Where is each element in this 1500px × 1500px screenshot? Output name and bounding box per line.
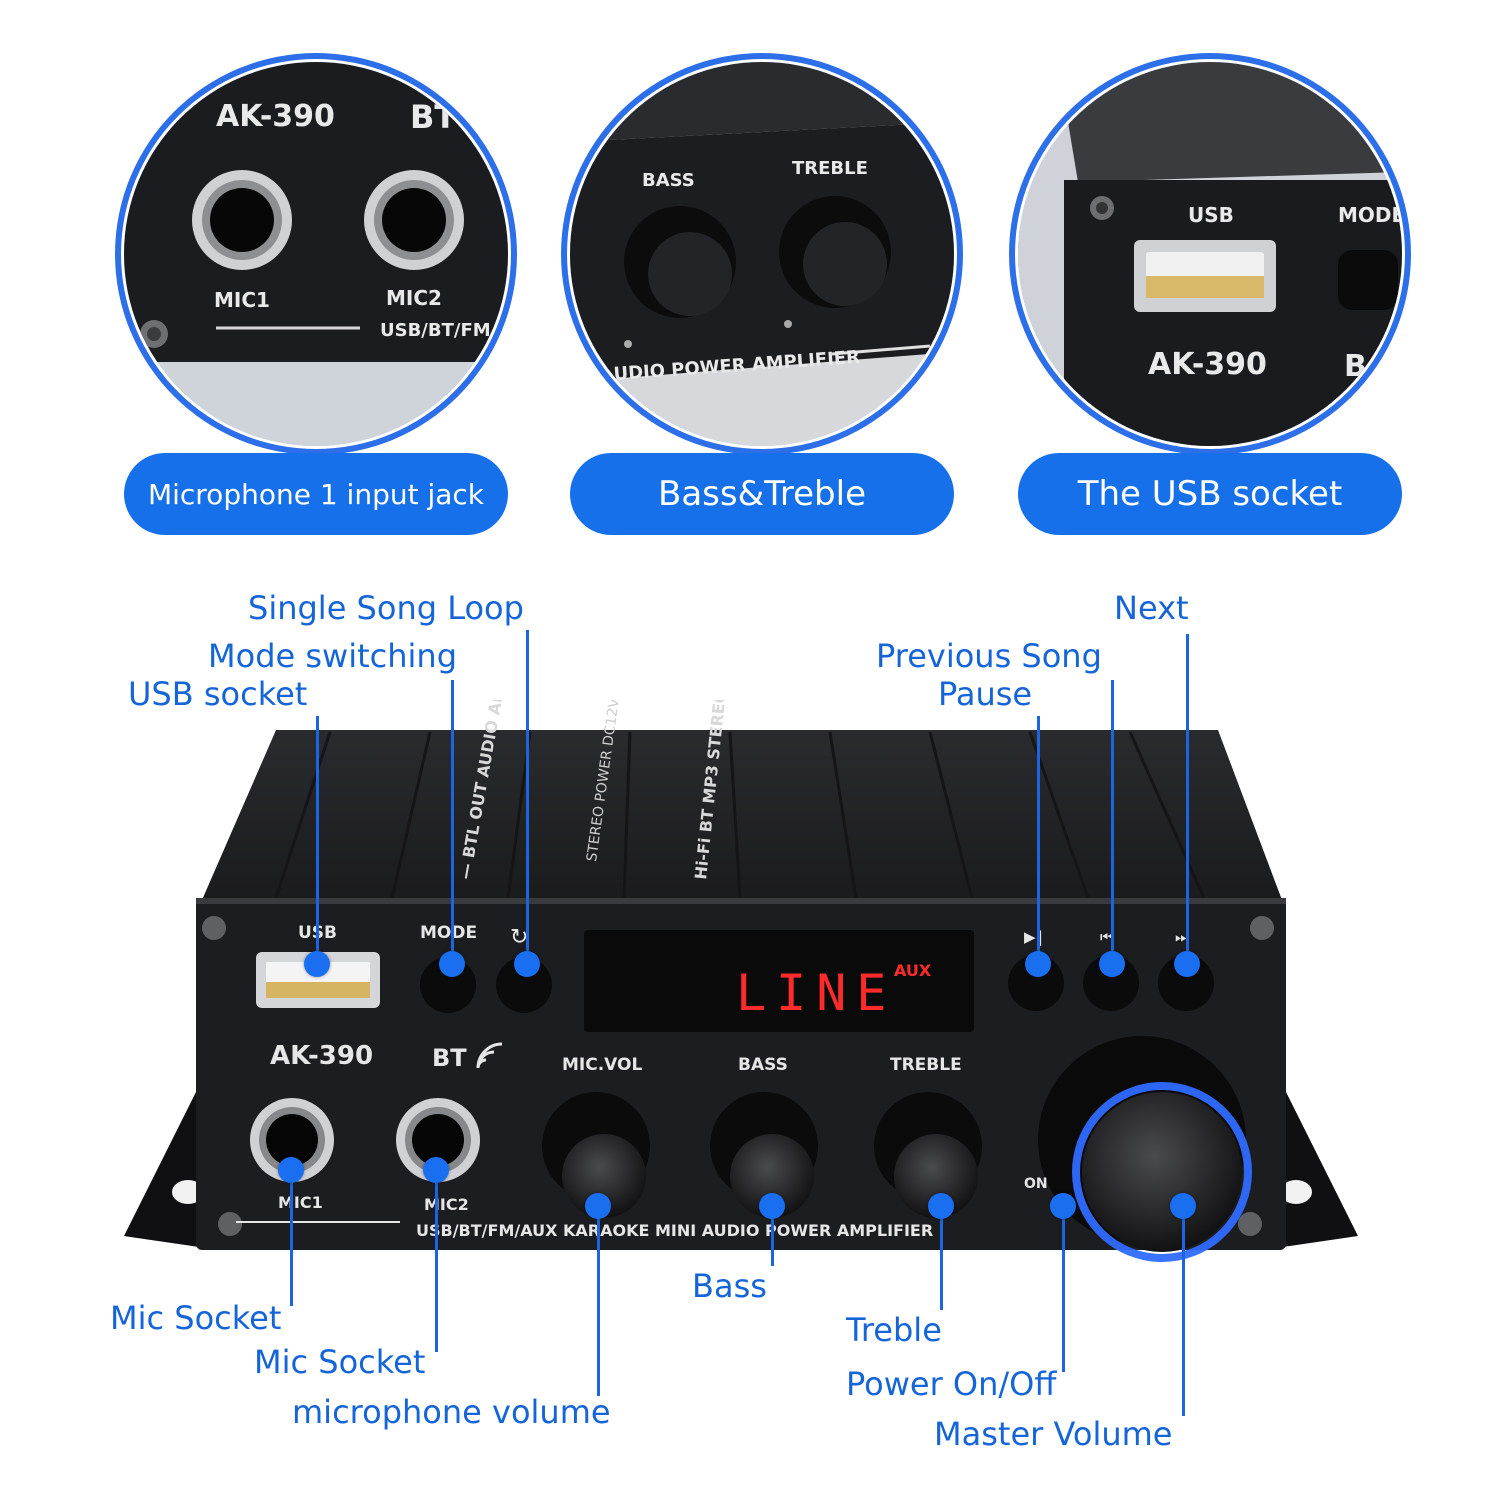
mic-jack-closeup: AK-390 BT MIC1 MIC2 USB/BT/FM — [124, 62, 508, 446]
label-previous-song: Previous Song — [876, 637, 1102, 675]
loop-button[interactable] — [496, 957, 552, 1013]
closeup-mode-text: MODE — [1338, 203, 1402, 227]
panel-pause-label: ▶‖ — [1024, 928, 1043, 946]
dot-micvol — [585, 1193, 611, 1219]
amplifier-device: — BTL OUT AUDIO AMPLIFIER — STEREO POWER… — [124, 700, 1358, 1262]
closeup-usb-text: USB — [1188, 203, 1234, 227]
panel-prev-label: ⏮ — [1100, 928, 1114, 946]
label-mic-socket-1: Mic Socket — [110, 1299, 282, 1337]
mic-volume-knob[interactable] — [562, 1134, 646, 1218]
closeup-treble-text: TREBLE — [792, 158, 868, 179]
dot-prev — [1099, 951, 1125, 977]
wifi-icon — [476, 1042, 503, 1069]
label-usb-socket: USB socket — [128, 675, 308, 713]
dot-power — [1050, 1193, 1076, 1219]
label-mode-switching: Mode switching — [208, 637, 457, 675]
dot-mic1 — [278, 1157, 304, 1183]
label-treble: Treble — [846, 1311, 942, 1349]
dot-next — [1174, 951, 1200, 977]
panel-loop-label: ↻ — [510, 925, 528, 950]
label-power-on-off: Power On/Off — [846, 1365, 1057, 1403]
panel-mic1-label: MIC1 — [278, 1193, 323, 1212]
dot-loop — [514, 951, 540, 977]
panel-bass-label: BASS — [738, 1055, 788, 1075]
bass-treble-closeup: BASS TREBLE UDIO POWER AMPLIFIER — [570, 62, 954, 446]
label-mic-socket-2: Mic Socket — [254, 1343, 426, 1381]
dot-mic2 — [423, 1157, 449, 1183]
bass-knob[interactable] — [730, 1134, 814, 1218]
closeup-model-text: AK-390 — [216, 99, 335, 134]
closeup-modes-text: USB/BT/FM — [380, 320, 491, 341]
dot-mode — [439, 951, 465, 977]
panel-bt-text: BT — [432, 1044, 467, 1072]
dot-bass — [759, 1193, 785, 1219]
caption-usb-socket-text: The USB socket — [1077, 474, 1343, 514]
dot-pause — [1025, 951, 1051, 977]
closeup-model-text-2: AK-390 — [1148, 347, 1267, 382]
closeup-bt-text: BT — [410, 98, 456, 136]
label-next: Next — [1114, 589, 1189, 627]
usb-socket-closeup: USB MODE AK-390 B — [1018, 62, 1402, 446]
label-single-song-loop: Single Song Loop — [248, 589, 524, 627]
display-text: LINE — [736, 964, 896, 1022]
caption-usb-socket: The USB socket — [1018, 453, 1402, 535]
panel-footer-text: USB/BT/FM/AUX KARAOKE MINI AUDIO POWER A… — [416, 1221, 933, 1240]
next-button[interactable] — [1158, 955, 1214, 1011]
label-microphone-volume: microphone volume — [292, 1393, 611, 1431]
panel-on-label: ON — [1024, 1176, 1048, 1192]
prev-button[interactable] — [1083, 955, 1139, 1011]
caption-bass-treble: Bass&Treble — [570, 453, 954, 535]
caption-mic-jack: Microphone 1 input jack — [124, 453, 508, 535]
master-volume-knob[interactable] — [1082, 1092, 1242, 1252]
panel-treble-label: TREBLE — [890, 1055, 962, 1075]
display-badge: AUX — [894, 961, 932, 980]
treble-knob[interactable] — [894, 1134, 978, 1218]
closeup-bt-text-2: B — [1344, 349, 1367, 384]
panel-model-text: AK-390 — [270, 1041, 373, 1071]
label-pause: Pause — [938, 675, 1033, 713]
closeup-bass-text: BASS — [642, 170, 695, 191]
led-display — [584, 930, 974, 1032]
panel-micvol-label: MIC.VOL — [562, 1055, 642, 1075]
panel-next-label: ⏭ — [1175, 928, 1189, 946]
caption-mic-jack-text: Microphone 1 input jack — [147, 477, 485, 511]
label-bass: Bass — [692, 1267, 767, 1305]
label-master-volume: Master Volume — [934, 1415, 1173, 1453]
caption-bass-treble-text: Bass&Treble — [658, 474, 866, 514]
closeup-mic2-text: MIC2 — [386, 286, 442, 310]
dot-master — [1170, 1193, 1196, 1219]
dot-treble — [928, 1193, 954, 1219]
closeup-mic1-text: MIC1 — [214, 288, 270, 312]
panel-mic2-label: MIC2 — [424, 1195, 469, 1214]
panel-mode-label: MODE — [420, 923, 477, 943]
dot-usb — [304, 951, 330, 977]
